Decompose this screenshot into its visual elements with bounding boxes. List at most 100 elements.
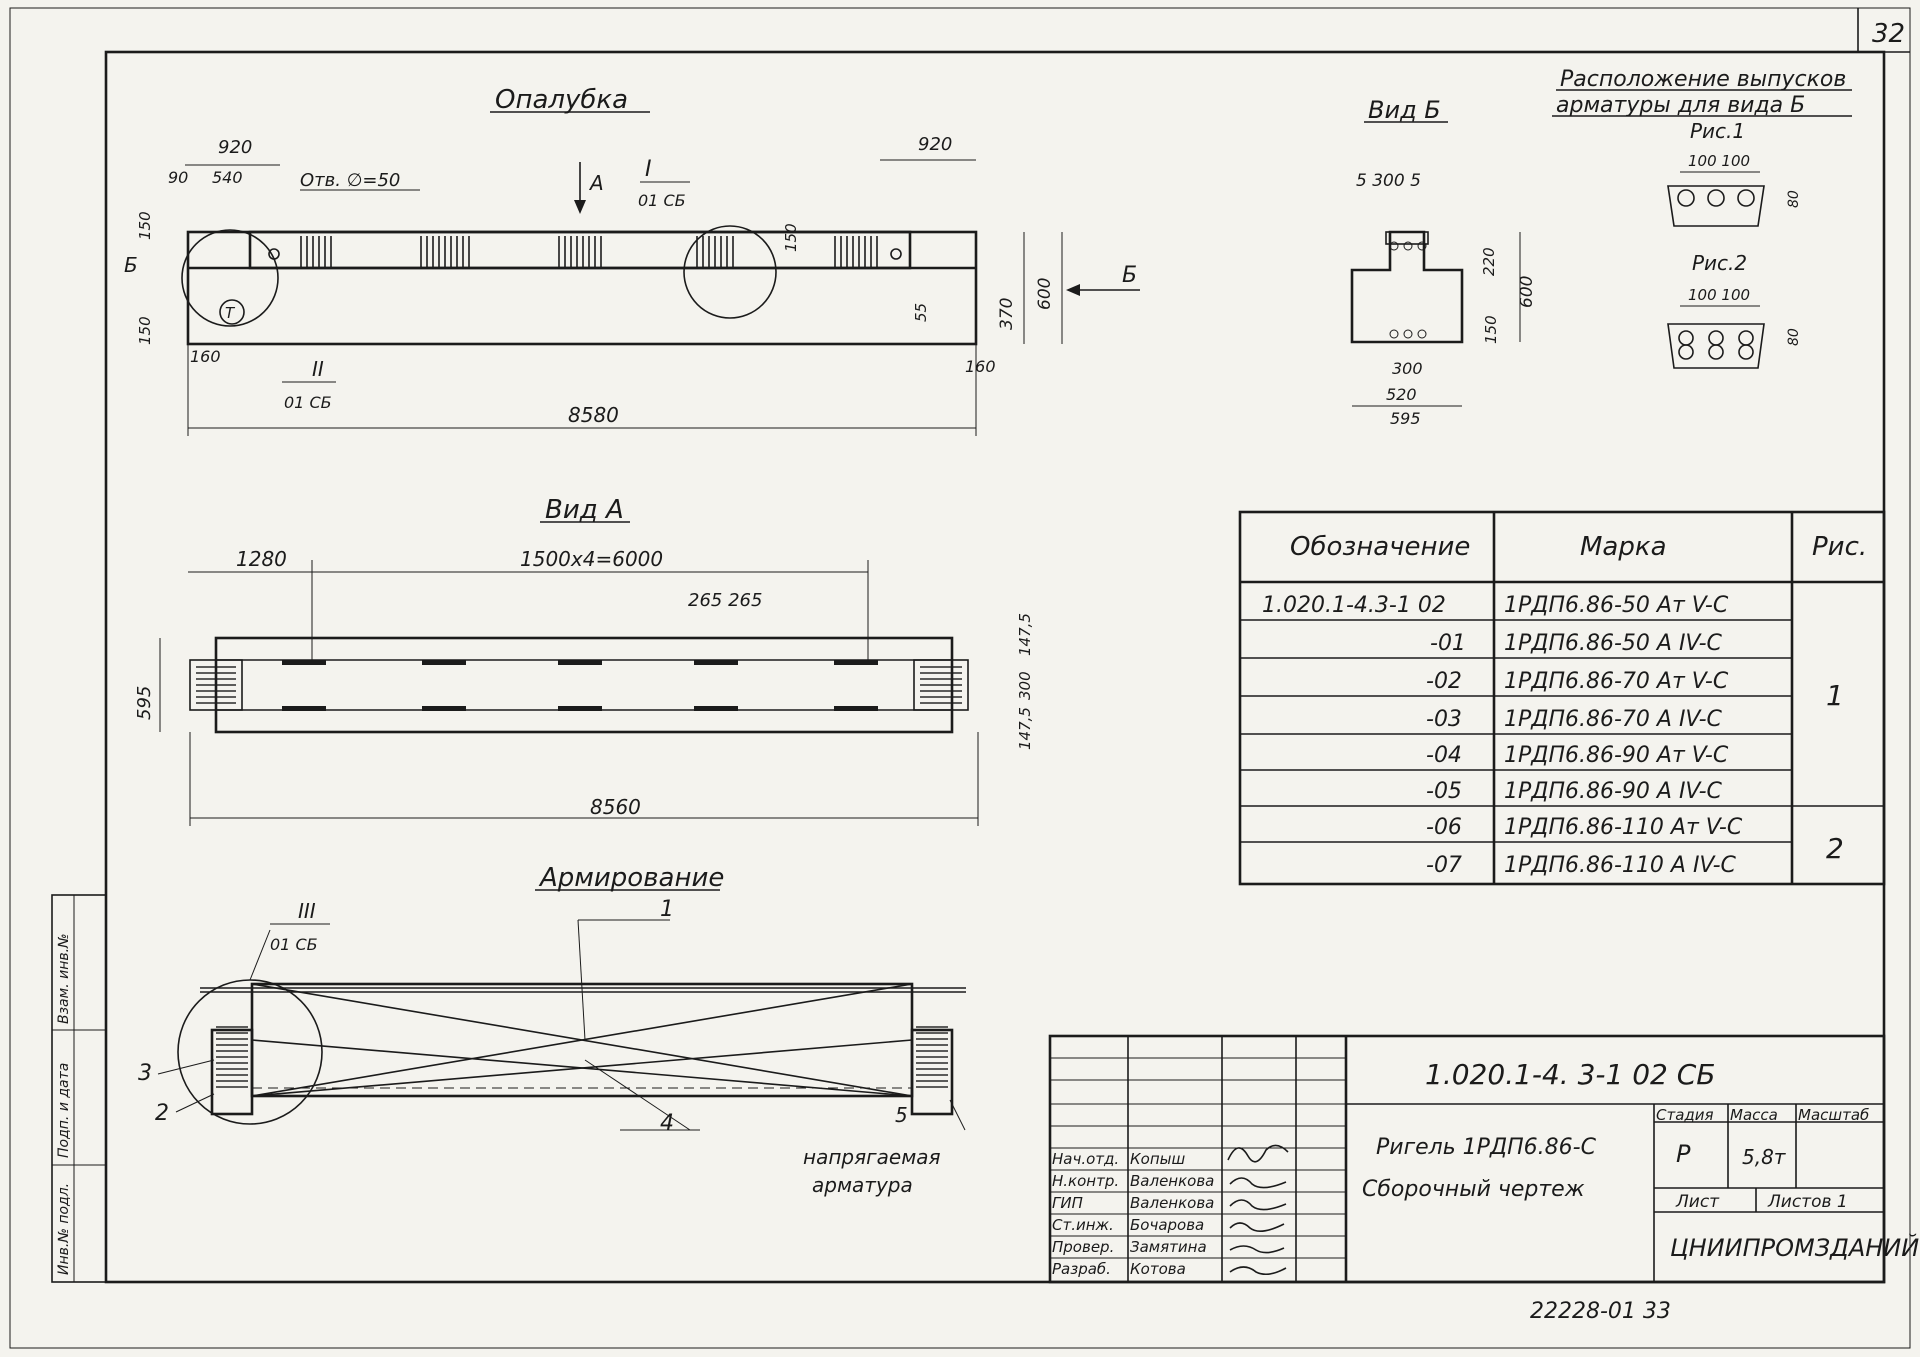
product-name: Ригель 1РДП6.86-С [1376,1135,1597,1160]
table-row: -03 [1426,707,1462,732]
svg-text:220: 220 [1480,247,1498,276]
table-row: -06 [1426,815,1462,840]
svg-text:300: 300 [1016,671,1034,700]
svg-text:100 100: 100 100 [1688,286,1750,304]
person: Копыш [1130,1150,1185,1168]
sheet-number: 32 [1872,19,1905,49]
svg-text:147,5: 147,5 [1016,707,1034,750]
person: Валенкова [1130,1172,1214,1190]
beam-cross-section [1350,230,1464,344]
stirrups-5 [832,236,882,268]
stamp-podp-data: Подп. и дата [56,1063,72,1158]
stirrups-1 [300,236,334,268]
svg-text:01 СБ: 01 СБ [270,935,318,954]
svg-text:5 300 5: 5 300 5 [1356,171,1421,191]
role: ГИП [1052,1194,1083,1212]
table-row: -07 [1426,853,1462,878]
svg-text:Стадия: Стадия [1656,1106,1714,1124]
side-stamp [51,894,107,1283]
figure-2: Рис.2 100 100 80 [1667,251,1802,369]
svg-text:540: 540 [212,168,243,187]
view-A-plan: 1280 1500x4=6000 265 265 8560 595 147,5 … [134,547,1034,826]
formwork-view: Т А Б Б 8580 920 90 540 Отв. ∅=50 920 I … [124,134,1140,436]
table-header-fig: Рис. [1812,532,1867,562]
stage-value: Р [1676,1140,1691,1168]
role: Нач.отд. [1052,1150,1119,1168]
svg-text:арматура: арматура [812,1173,913,1197]
svg-text:300: 300 [1392,359,1423,378]
organization: ЦНИИПРОМЗДАНИЙ [1670,1233,1919,1262]
svg-text:А: А [588,171,604,195]
table-header-designation: Обозначение [1290,532,1470,562]
svg-text:80: 80 [1786,190,1802,208]
figure-1: Рис.1 100 100 80 [1667,119,1802,227]
stirrups-4 [692,236,734,268]
role: Ст.инж. [1052,1216,1114,1234]
svg-text:1РДП6.86-70 Ат V-С: 1РДП6.86-70 Ат V-С [1504,669,1729,694]
title-outlets-2: арматуры для вида Б [1556,93,1805,118]
svg-text:90: 90 [168,168,188,187]
svg-text:160: 160 [190,347,221,366]
lifting-mark [219,299,245,325]
svg-text:265 265: 265 265 [688,590,762,611]
svg-text:II: II [312,357,324,381]
table-header-mark: Марка [1580,532,1667,562]
archive-number: 22228-01 33 [1530,1299,1671,1324]
svg-text:150: 150 [1482,315,1500,344]
svg-text:8580: 8580 [568,403,619,427]
svg-text:Лист: Лист [1675,1192,1720,1212]
svg-text:55: 55 [912,303,930,322]
svg-text:80: 80 [1786,328,1802,346]
svg-text:Рис.1: Рис.1 [1690,119,1745,143]
inner-frame [104,50,1886,1284]
detail-circle-I [683,225,777,319]
svg-text:1РДП6.86-70 А IV-С: 1РДП6.86-70 А IV-С [1504,707,1723,732]
table-row: -05 [1426,779,1462,804]
svg-text:595: 595 [134,686,155,720]
svg-text:2: 2 [155,1101,169,1126]
table-row: -01 [1430,631,1466,656]
svg-text:Отв. ∅=50: Отв. ∅=50 [300,170,400,191]
svg-text:600: 600 [1517,276,1537,308]
document-code: 1.020.1-4. 3-1 02 СБ [1425,1058,1716,1091]
drawing-type: Сборочный чертеж [1362,1177,1585,1202]
svg-text:595: 595 [1390,409,1421,428]
svg-text:напрягаемая: напрягаемая [803,1145,941,1169]
svg-text:150: 150 [136,211,154,240]
svg-text:160: 160 [965,357,996,376]
svg-text:Т: Т [225,304,236,322]
hole-left [268,248,280,260]
outer-frame [9,7,1911,1349]
title-block: 1.020.1-4. 3-1 02 СБ Ригель 1РДП6.86-С С… [1048,1034,1919,1284]
table-row: -04 [1426,743,1462,768]
svg-text:1РДП6.86-90 А IV-С: 1РДП6.86-90 А IV-С [1504,779,1723,804]
svg-text:600: 600 [1035,278,1055,310]
person: Замятина [1130,1238,1207,1256]
svg-text:1РДП6.86-110 А IV-С: 1РДП6.86-110 А IV-С [1504,853,1737,878]
stamp-vzam: Взам. инв.№ [56,933,72,1024]
svg-text:370: 370 [997,298,1017,330]
role: Н.контр. [1052,1172,1119,1190]
stirrups-2 [420,236,470,268]
role: Разраб. [1052,1260,1111,1278]
detail-circle-III [177,979,323,1125]
detail-circle-II [181,229,279,327]
svg-text:I: I [645,157,652,182]
title-outlets-1: Расположение выпусков [1560,67,1846,92]
person: Валенкова [1130,1194,1214,1212]
role: Провер. [1052,1238,1114,1256]
svg-text:1500x4=6000: 1500x4=6000 [520,547,663,571]
svg-text:150: 150 [136,316,154,345]
svg-text:1РДП6.86-110 Ат V-С: 1РДП6.86-110 Ат V-С [1504,815,1743,840]
svg-text:01 СБ: 01 СБ [638,191,686,210]
person: Бочарова [1130,1216,1204,1234]
person: Котова [1130,1260,1186,1278]
title-formwork: Опалубка [495,85,628,115]
table-row: -02 [1426,669,1462,694]
svg-text:920: 920 [918,134,952,155]
svg-text:100 100: 100 100 [1688,152,1750,170]
svg-text:III: III [298,899,316,923]
fig-group-2: 2 [1826,832,1844,865]
